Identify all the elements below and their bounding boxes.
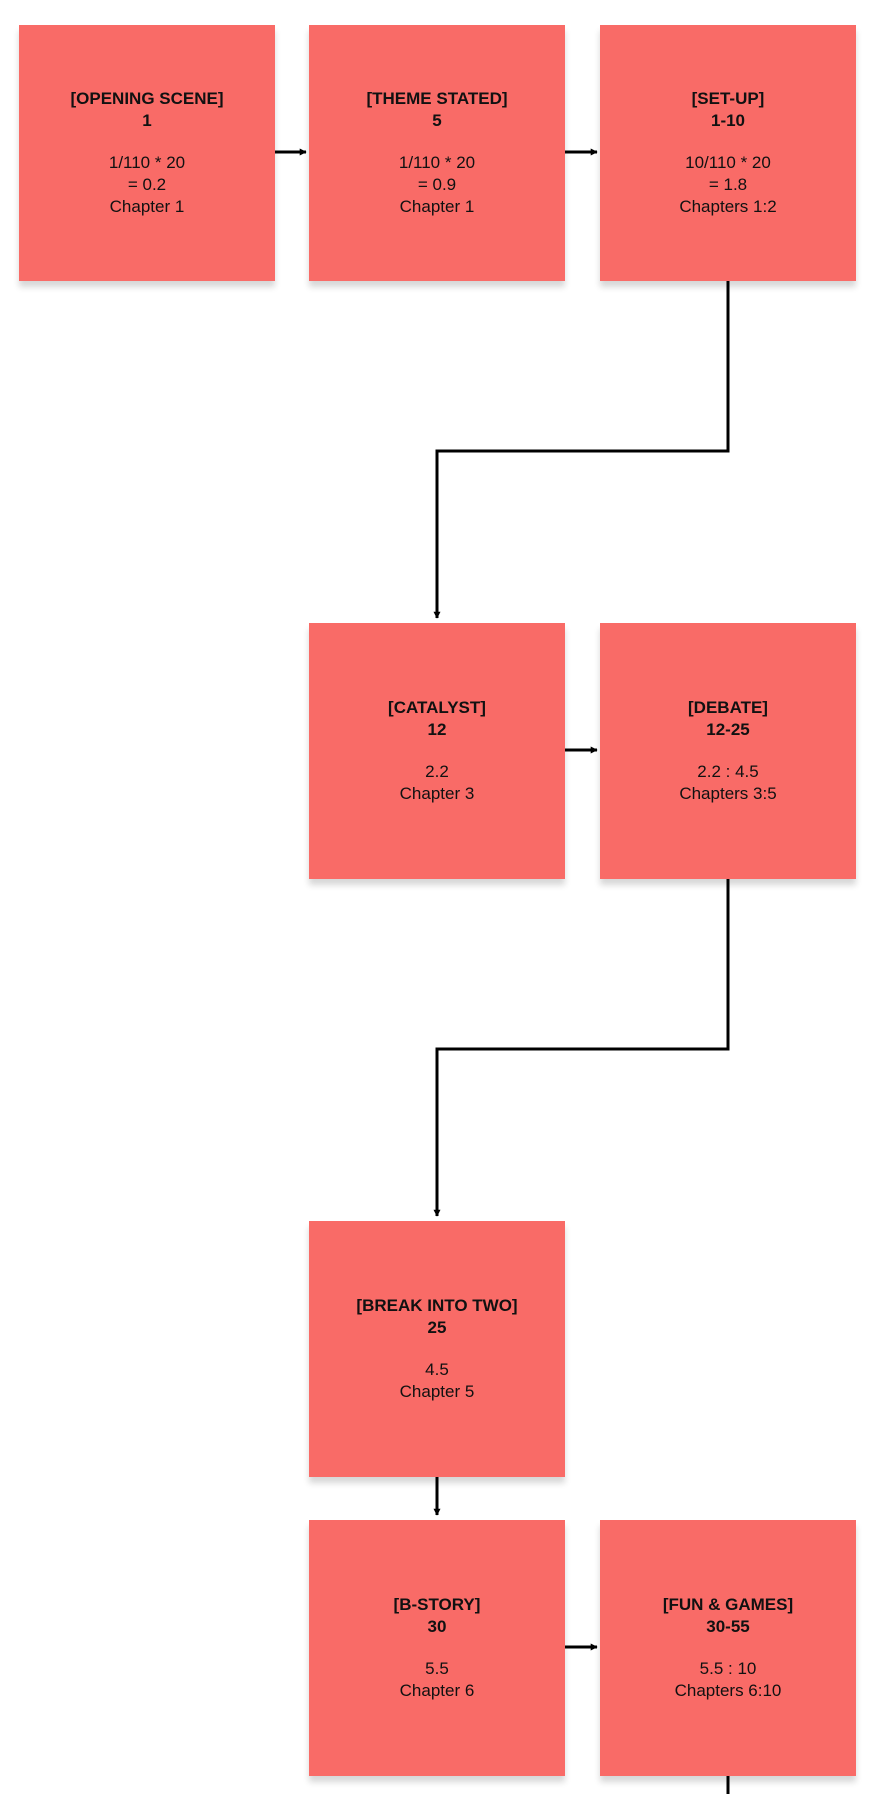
note-line: Chapter 3: [399, 784, 475, 803]
note-line: Chapter 1: [109, 197, 185, 216]
note-pages: 5: [432, 111, 442, 130]
note-line: 5.5: [425, 1659, 449, 1678]
note-line: 2.2 : 4.5: [697, 762, 759, 781]
note-line: Chapters 1:2: [679, 197, 777, 216]
note-line: = 0.9: [417, 175, 457, 194]
note-line: 2.2: [425, 762, 449, 781]
note-pages: 1: [142, 111, 152, 130]
note-title: [OPENING SCENE]: [70, 89, 224, 108]
note-line: 1/110 * 20: [398, 153, 476, 172]
note-fun-and-games[interactable]: [FUN & GAMES] 30-55 5.5 : 10 Chapters 6:…: [600, 1520, 856, 1776]
note-title: [FUN & GAMES]: [662, 1595, 794, 1614]
note-b-story[interactable]: [B-STORY] 30 5.5 Chapter 6: [309, 1520, 565, 1776]
note-title: [BREAK INTO TWO]: [356, 1296, 518, 1315]
note-line: = 0.2: [127, 175, 167, 194]
edge-setup-to-catalyst: [433, 280, 730, 619]
note-break-into-two[interactable]: [BREAK INTO TWO] 25 4.5 Chapter 5: [309, 1221, 565, 1477]
note-line: Chapters 6:10: [674, 1681, 782, 1700]
note-set-up[interactable]: [SET-UP] 1-10 10/110 * 20 = 1.8 Chapters…: [600, 25, 856, 281]
note-catalyst[interactable]: [CATALYST] 12 2.2 Chapter 3: [309, 623, 565, 879]
note-pages: 12-25: [706, 720, 750, 739]
edge-debate-to-breakintotwo: [433, 878, 730, 1217]
note-line: = 1.8: [708, 175, 748, 194]
note-line: Chapters 3:5: [679, 784, 777, 803]
note-pages: 30-55: [706, 1617, 750, 1636]
note-line: Chapter 6: [399, 1681, 475, 1700]
note-opening-scene[interactable]: [OPENING SCENE] 1 1/110 * 20 = 0.2 Chapt…: [19, 25, 275, 281]
note-pages: 30: [427, 1617, 447, 1636]
note-title: [CATALYST]: [388, 698, 486, 717]
note-pages: 25: [427, 1318, 447, 1337]
note-title: [DEBATE]: [688, 698, 768, 717]
note-title: [B-STORY]: [393, 1595, 481, 1614]
note-debate[interactable]: [DEBATE] 12-25 2.2 : 4.5 Chapters 3:5: [600, 623, 856, 879]
note-line: 4.5: [425, 1360, 449, 1379]
note-line: Chapter 5: [399, 1382, 475, 1401]
note-theme-stated[interactable]: [THEME STATED] 5 1/110 * 20 = 0.9 Chapte…: [309, 25, 565, 281]
note-line: 1/110 * 20: [108, 153, 186, 172]
note-title: [THEME STATED]: [366, 89, 508, 108]
note-line: 10/110 * 20: [685, 153, 771, 172]
note-title: [SET-UP]: [691, 89, 765, 108]
note-line: 5.5 : 10: [699, 1659, 757, 1678]
note-pages: 12: [427, 720, 447, 739]
note-line: Chapter 1: [399, 197, 475, 216]
note-pages: 1-10: [710, 111, 746, 130]
